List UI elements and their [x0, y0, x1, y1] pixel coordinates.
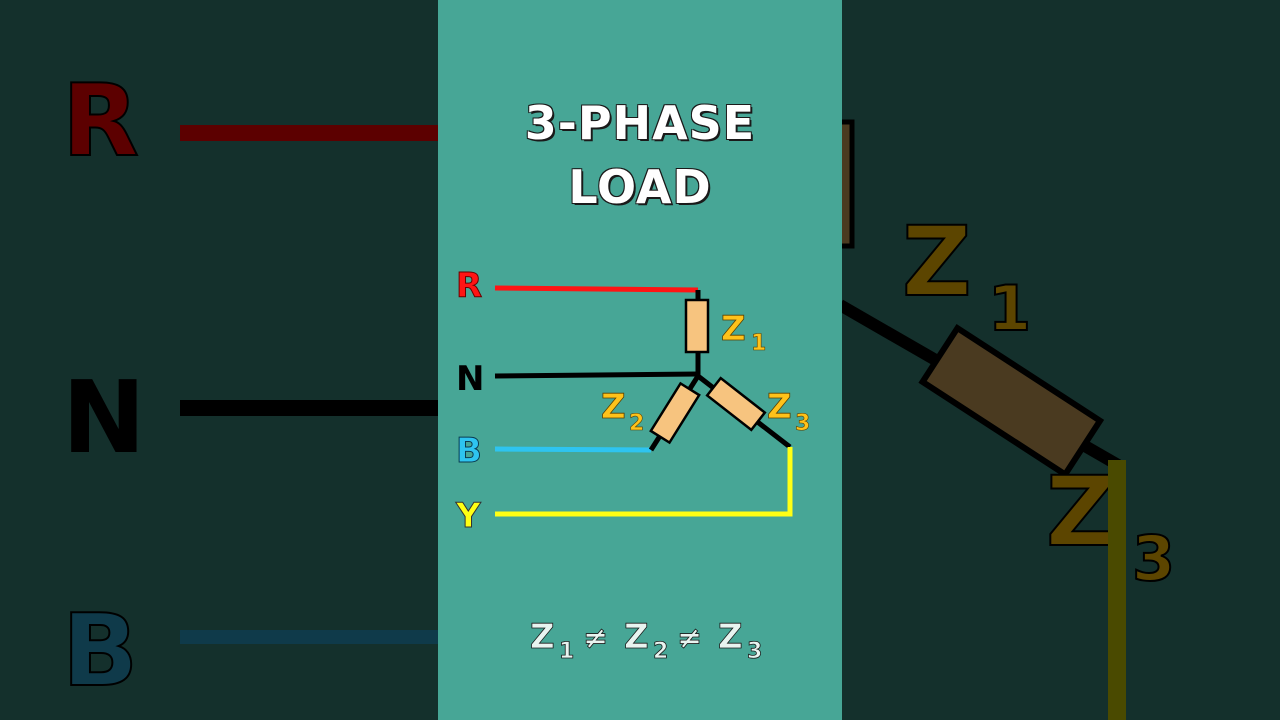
bg-label-z3-sub: 3	[1132, 522, 1175, 595]
background-left-blurred: R N B	[0, 0, 440, 720]
bg-wire-n	[180, 400, 440, 416]
bg-label-b: B	[62, 592, 138, 709]
label-z1-sub: 1	[751, 331, 766, 356]
resistor-z2	[649, 381, 701, 445]
title-line-2: LOAD	[568, 160, 712, 214]
star-connection-diagram: R N B Y Z 1 Z 2 Z 3 Z 1 ≠ Z	[455, 266, 811, 665]
background-right-blurred: Z 1 Z 3	[840, 0, 1280, 720]
bg-label-r: R	[62, 62, 139, 179]
wire-r	[494, 285, 699, 293]
bg-label-z1-sub: 1	[988, 272, 1031, 345]
label-r: R	[456, 266, 482, 306]
eq-z3: Z	[718, 617, 743, 657]
eq-neq-1: ≠	[583, 621, 608, 656]
label-b: B	[456, 431, 482, 471]
label-z3-sub: 3	[795, 411, 810, 436]
label-y: Y	[455, 496, 481, 536]
background-left-diagram: R N B	[61, 61, 440, 710]
content-panel: 3-PHASE LOAD R N B Y Z 1 Z 2 Z 3 Z	[438, 0, 842, 720]
label-n: N	[456, 359, 484, 399]
eq-z3-sub: 3	[747, 639, 762, 664]
bg-wire-y	[1108, 460, 1126, 720]
bg-resistor-z3	[918, 324, 1105, 479]
background-right-diagram: Z 1 Z 3	[840, 119, 1176, 720]
inequality-equation: Z 1 ≠ Z 2 ≠ Z 3	[530, 617, 763, 665]
bg-wire-r	[180, 125, 440, 141]
bg-label-n: N	[62, 359, 146, 476]
bg-label-z1: Z	[902, 206, 972, 318]
eq-z2-sub: 2	[653, 639, 668, 664]
label-z1: Z	[721, 309, 746, 349]
eq-z1: Z	[530, 617, 555, 657]
label-z2: Z	[601, 387, 626, 427]
label-z2-sub: 2	[629, 411, 644, 436]
resistor-z1	[684, 298, 710, 354]
resistor-z3	[705, 376, 767, 432]
bg-wire-b	[180, 630, 440, 644]
eq-z2: Z	[624, 617, 649, 657]
wire-y	[495, 447, 793, 517]
title-line-1: 3-PHASE	[524, 96, 756, 150]
label-z3: Z	[767, 387, 792, 427]
eq-neq-2: ≠	[677, 621, 702, 656]
wire-n	[494, 371, 699, 379]
eq-z1-sub: 1	[559, 639, 574, 664]
bg-label-z3: Z	[1046, 456, 1116, 568]
wire-b	[494, 446, 652, 453]
